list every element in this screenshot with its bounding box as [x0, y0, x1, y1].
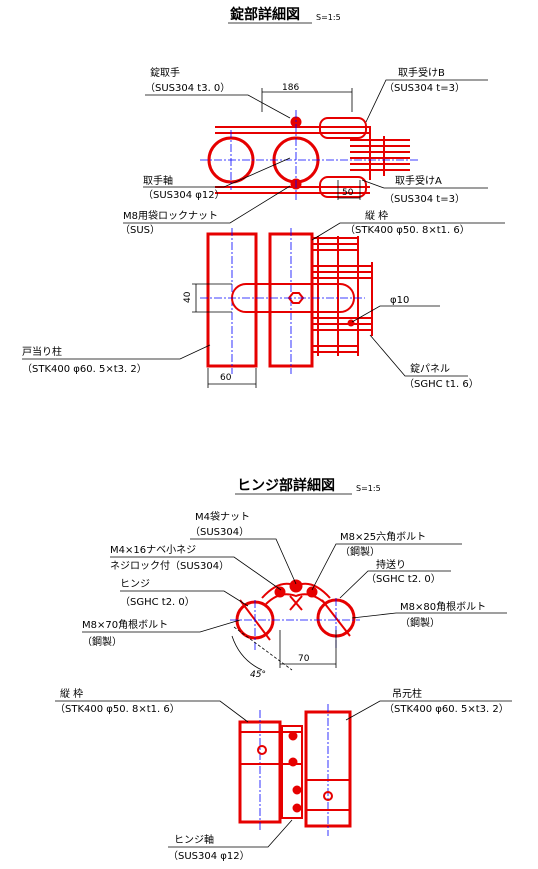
label-handle-shaft-spec: （SUS304 φ12）	[143, 189, 225, 201]
label-m4-nut-spec: （SUS304）	[190, 526, 249, 538]
hinge-dimensions: 70 45°	[250, 630, 337, 680]
label-m8-70: M8×70角根ボルト	[82, 618, 168, 631]
label-receiver-b-spec: （SUS304 t=3）	[384, 82, 465, 94]
lock-title: 錠部詳細図	[230, 6, 300, 23]
label-hinge-vertical-frame: 縦 枠	[60, 687, 83, 700]
label-m8-80-spec: （鋼製）	[400, 616, 440, 629]
lock-dimensions: 186 50 40 60	[183, 83, 361, 388]
dim-186: 186	[282, 83, 299, 93]
lock-detail: 錠部詳細図 S=1:5	[22, 6, 505, 390]
label-hinge-shaft: ヒンジ軸	[174, 833, 214, 846]
hinge-plan-view	[230, 579, 360, 671]
hinge-scale: S=1:5	[356, 484, 381, 493]
label-vertical-frame: 縦 枠	[365, 209, 388, 222]
label-m8-70-spec: （鋼製）	[82, 635, 122, 648]
label-locknut: M8用袋ロックナット	[123, 209, 218, 222]
label-receiver-a: 取手受けA	[395, 174, 442, 187]
label-handle: 錠取手	[150, 66, 180, 79]
label-hang-post-spec: （STK400 φ60. 5×t3. 2）	[384, 703, 509, 715]
label-holder-spec: （SGHC t2. 0）	[366, 573, 441, 585]
label-phi10: φ10	[390, 295, 409, 306]
label-door-stop-post: 戸当り柱	[22, 345, 62, 358]
label-receiver-a-spec: （SUS304 t=3）	[384, 193, 465, 205]
label-locknut-spec: （SUS）	[120, 224, 160, 236]
lock-plan-view	[200, 110, 420, 200]
label-receiver-b: 取手受けB	[398, 66, 445, 79]
label-m4-nut: M4袋ナット	[195, 510, 250, 523]
dim-40: 40	[183, 291, 193, 303]
label-m8-25: M8×25六角ボルト	[340, 531, 426, 543]
lock-elevation-view	[200, 228, 373, 374]
label-lock-panel-spec: （SGHC t1. 6）	[404, 378, 479, 390]
label-lock-panel: 錠パネル	[410, 362, 450, 375]
lock-scale: S=1:5	[316, 13, 341, 22]
label-m4-screw-spec: ネジロック付（SUS304）	[110, 559, 229, 572]
label-hinge: ヒンジ	[120, 578, 150, 590]
label-handle-spec: （SUS304 t3. 0）	[145, 82, 230, 94]
lock-labels: 錠取手 （SUS304 t3. 0） 取手受けB （SUS304 t=3） 取手…	[22, 66, 505, 390]
hinge-detail: ヒンジ部詳細図 S=1:5 70 45	[55, 477, 512, 862]
dim-70: 70	[298, 654, 310, 664]
hinge-elevation-view	[238, 704, 352, 836]
label-m8-80: M8×80角根ボルト	[400, 600, 486, 613]
label-vertical-frame-spec: （STK400 φ50. 8×t1. 6）	[345, 224, 470, 236]
hinge-labels: M4袋ナット （SUS304） M4×16ナベ小ネジ ネジロック付（SUS304…	[55, 510, 512, 862]
label-hinge-spec: （SGHC t2. 0）	[120, 596, 195, 608]
label-door-stop-post-spec: （STK400 φ60. 5×t3. 2）	[22, 363, 147, 375]
label-handle-shaft: 取手軸	[143, 174, 173, 187]
label-m8-25-spec: （鋼製）	[340, 545, 380, 558]
hinge-title: ヒンジ部詳細図	[237, 477, 335, 494]
label-hang-post: 吊元柱	[392, 687, 422, 700]
dim-50: 50	[342, 188, 354, 198]
dim-45deg: 45°	[250, 670, 266, 680]
label-hinge-shaft-spec: （SUS304 φ12）	[168, 850, 250, 862]
label-holder: 持送り	[376, 558, 406, 571]
label-m4-screw: M4×16ナベ小ネジ	[110, 544, 196, 556]
dim-60: 60	[220, 373, 232, 383]
label-hinge-vertical-frame-spec: （STK400 φ50. 8×t1. 6）	[55, 703, 180, 715]
